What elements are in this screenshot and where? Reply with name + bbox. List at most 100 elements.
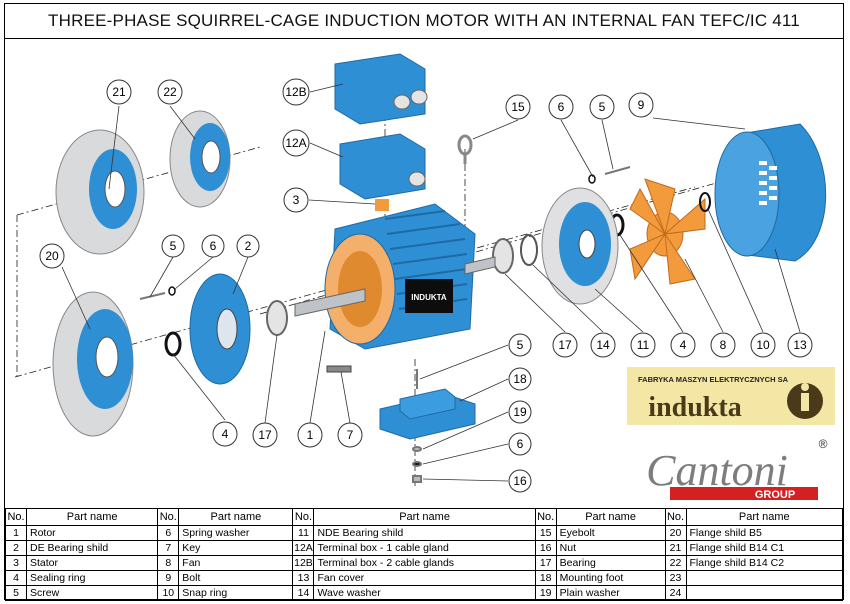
exploded-view-diagram: INDUKTA [14,53,835,501]
part-number-cell: 12A [292,540,315,556]
callout-15: 15 [505,94,531,120]
svg-text:13: 13 [793,338,807,352]
part-name-cell: Wave washer [313,585,536,601]
callout-8: 8 [710,332,736,358]
svg-text:16: 16 [513,474,527,488]
callout-1: 1 [297,422,323,448]
part-number-cell: 9 [157,570,180,586]
part-number-cell: 16 [534,540,557,556]
leader-lines [61,83,801,482]
part-name-cell: Terminal box - 2 cable glands [313,555,536,571]
part-number-cell: 8 [157,555,180,571]
svg-text:9: 9 [638,98,645,112]
part-number-cell: 6 [157,525,180,541]
part-name-cell: Nut [555,540,666,556]
svg-text:5: 5 [517,338,524,352]
motor-brand-label: INDUKTA [411,293,447,302]
svg-text:18: 18 [513,372,527,386]
svg-text:15: 15 [511,100,525,114]
bearing-de [266,300,288,336]
part-name-cell: Mounting foot [555,570,666,586]
part-number-cell: 14 [292,585,315,601]
svg-text:1: 1 [307,428,314,442]
callout-17b: 17 [252,422,278,448]
callout-6c: 6 [508,432,532,456]
part-number-cell: 12B [292,555,315,571]
part-number-cell: 5 [5,585,27,601]
nde-bearing-shield [541,187,619,305]
callout-4b: 4 [212,421,238,447]
callout-11: 11 [630,332,656,358]
part-name-cell: Spring washer [178,525,294,541]
svg-text:20: 20 [45,249,59,263]
fan [629,178,706,285]
part-name-cell: Bearing [555,555,666,571]
rotor [294,256,496,317]
part-name-cell: Eyebolt [555,525,666,541]
part-number-cell: 1 [5,525,27,541]
svg-text:5: 5 [599,100,606,114]
callout-5b: 5 [589,94,615,120]
part-number-cell: 21 [664,540,687,556]
flange-shield-b14-c1 [55,129,145,255]
callout-9: 9 [628,92,654,118]
svg-text:8: 8 [720,338,727,352]
part-name-cell: Flange shild B14 C2 [685,555,843,571]
svg-text:21: 21 [112,85,126,99]
svg-text:6: 6 [210,239,217,253]
svg-text:®: ® [819,437,828,451]
svg-text:12A: 12A [285,136,306,150]
page-title: THREE-PHASE SQUIRREL-CAGE INDUCTION MOTO… [5,4,843,39]
svg-text:indukta: indukta [648,392,741,423]
callout-14: 14 [590,332,616,358]
svg-text:19: 19 [513,405,527,419]
svg-text:FABRYKA MASZYN ELEKTRYCZNYCH S: FABRYKA MASZYN ELEKTRYCZNYCH SA [638,375,789,384]
part-name-cell [685,585,843,601]
svg-text:4: 4 [680,338,687,352]
cantoni-logo: Cantoni GROUP ® [646,437,827,501]
callout-10: 10 [750,332,776,358]
part-number-cell: 19 [534,585,557,601]
callout-16: 16 [508,469,532,493]
part-name-cell [685,570,843,586]
part-name-cell: Bolt [178,570,294,586]
part-number-cell: 23 [664,570,687,586]
part-number-cell: 4 [5,570,27,586]
callout-7: 7 [337,422,363,448]
de-bearing-shield [189,273,251,385]
svg-text:2: 2 [245,239,252,253]
svg-text:6: 6 [517,437,524,451]
svg-text:22: 22 [163,85,177,99]
snap-ring [699,192,711,212]
part-name-cell: Rotor [25,525,159,541]
table-header-row: No.Part name No.Part name No.Part name N… [5,508,843,526]
part-name-cell: DE Bearing shild [25,540,159,556]
svg-text:17: 17 [558,338,572,352]
callout-2: 2 [236,234,260,258]
part-name-cell: Snap ring [178,585,294,601]
svg-text:12B: 12B [285,85,306,99]
svg-text:11: 11 [637,338,650,352]
svg-text:14: 14 [596,338,610,352]
rating-plate [405,279,453,313]
indukta-logo: FABRYKA MASZYN ELEKTRYCZNYCH SA indukta [627,367,835,425]
spring-washer-de [168,286,176,296]
spring-washer-nde [588,174,596,184]
part-name-cell: Plain washer [555,585,666,601]
part-name-cell: Terminal box - 1 cable gland [313,540,536,556]
callout-3: 3 [283,187,309,213]
part-number-cell: 15 [534,525,557,541]
callouts: 21 22 12B 12A 3 20 5 6 2 15 6 5 9 17 14 … [39,78,813,493]
svg-text:Cantoni: Cantoni [646,446,788,495]
callout-18: 18 [508,367,532,391]
part-number-cell: 7 [157,540,180,556]
bearing-nde [492,238,514,274]
callout-22: 22 [157,79,183,105]
part-number-cell: 11 [292,525,315,541]
part-name-cell: Stator [25,555,159,571]
